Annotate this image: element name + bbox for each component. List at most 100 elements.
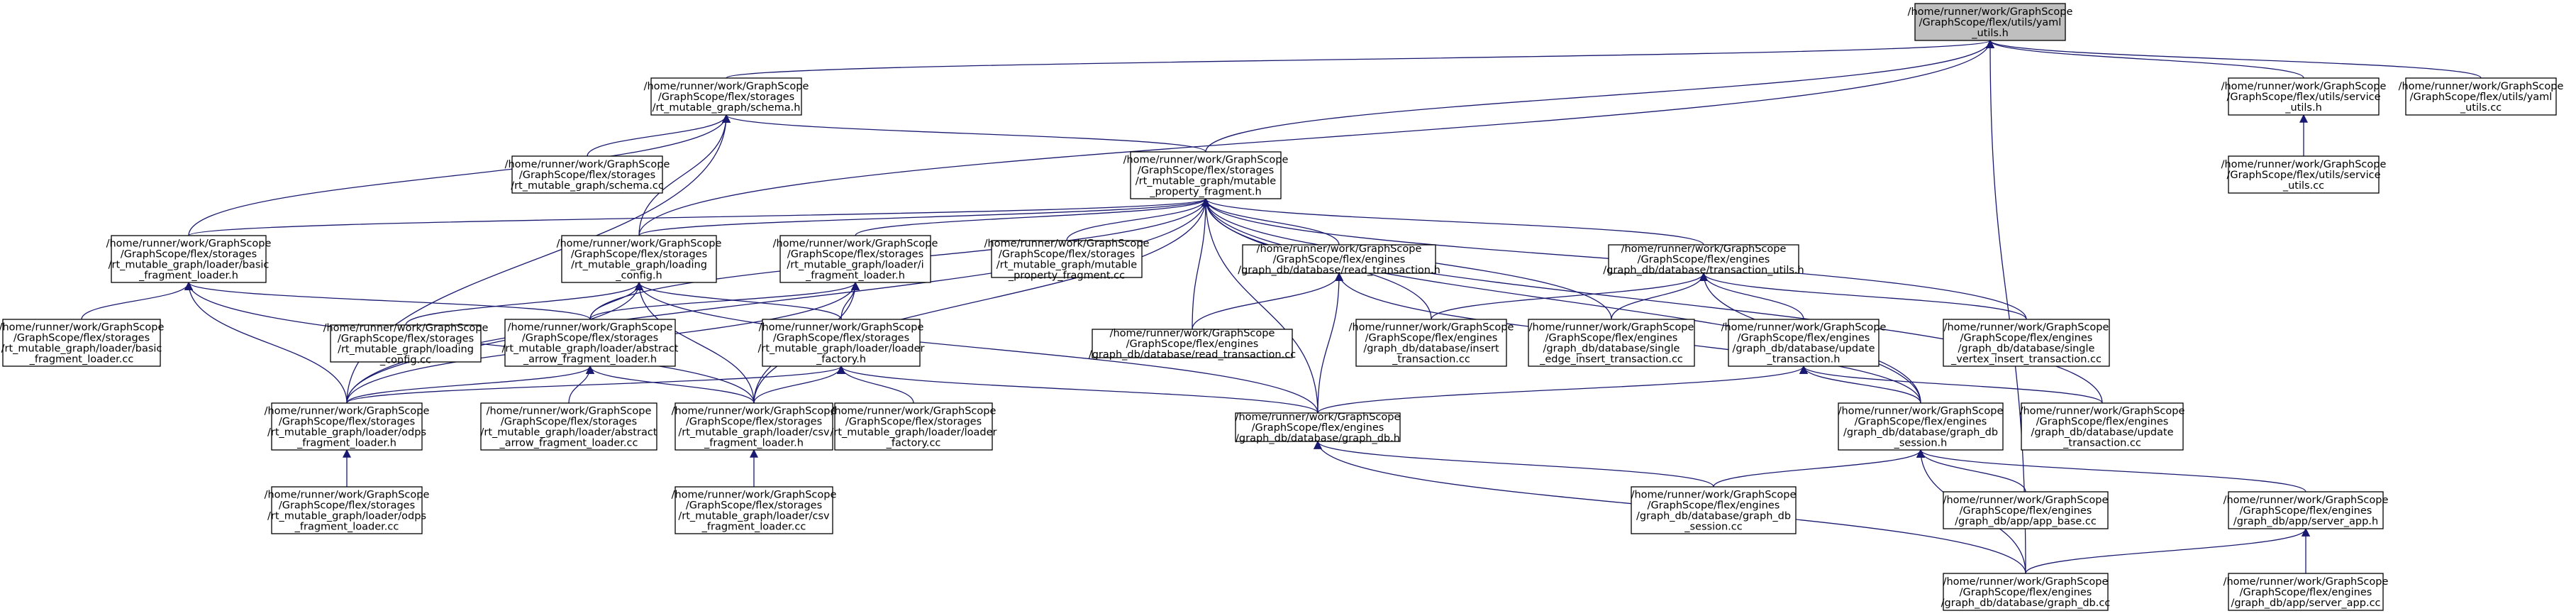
node-label-line: /home/runner/work/GraphScope xyxy=(759,322,924,334)
graph-node-root[interactable]: /home/runner/work/GraphScope/GraphScope/… xyxy=(1908,3,2073,41)
edge-loading-config-h-to-root xyxy=(638,39,1994,236)
graph-node-basic-loader-cc[interactable]: /home/runner/work/GraphScope/GraphScope/… xyxy=(0,319,164,367)
node-label-line: /GraphScope/flex/storages xyxy=(845,417,982,428)
node-box xyxy=(991,240,1143,278)
graph-node-loading-config-h[interactable]: /home/runner/work/GraphScope/GraphScope/… xyxy=(557,235,722,283)
node-label-line: /GraphScope/flex/utils/yaml xyxy=(2410,92,2553,103)
graph-node-csv-loader-cc[interactable]: /home/runner/work/GraphScope/GraphScope/… xyxy=(672,486,837,534)
node-label-line: /home/runner/work/GraphScope xyxy=(672,406,837,417)
graph-node-loader-factory-cc[interactable]: /home/runner/work/GraphScope/GraphScope/… xyxy=(830,402,997,451)
node-label-line: /rt_mutable_graph/loader/i xyxy=(787,260,923,271)
graph-node-single-edge-cc[interactable]: /home/runner/work/GraphScope/GraphScope/… xyxy=(1528,319,1695,367)
graph-node-odps-loader-cc[interactable]: /home/runner/work/GraphScope/GraphScope/… xyxy=(265,486,430,534)
node-box xyxy=(561,235,717,283)
node-box xyxy=(480,402,657,451)
node-label-line: /GraphScope/flex/engines xyxy=(1855,417,1987,428)
node-box xyxy=(111,235,267,283)
graph-node-odps-loader-h[interactable]: /home/runner/work/GraphScope/GraphScope/… xyxy=(265,402,430,451)
node-label-line: /home/runner/work/GraphScope xyxy=(984,238,1150,250)
graph-node-graph-db-h[interactable]: /home/runner/work/GraphScope/GraphScope/… xyxy=(1235,412,1401,444)
node-label-line: _config.h xyxy=(615,270,662,282)
node-label-line: /home/runner/work/GraphScope xyxy=(2224,495,2389,506)
graph-node-txn-utils-h[interactable]: /home/runner/work/GraphScope/GraphScope/… xyxy=(1603,243,1804,276)
graph-node-loading-config-cc[interactable]: /home/runner/work/GraphScope/GraphScope/… xyxy=(323,323,489,366)
graph-node-schema-cc[interactable]: /home/runner/work/GraphScope/GraphScope/… xyxy=(505,155,670,194)
node-box xyxy=(330,324,482,363)
edge-odps-loader-h-to-loading-config-h xyxy=(346,281,643,404)
graph-node-app-base-cc[interactable]: /home/runner/work/GraphScope/GraphScope/… xyxy=(1943,491,2109,529)
node-label-line: _arrow_fragment_loader.h xyxy=(523,354,657,365)
node-label-line: /rt_mutable_graph/loader/abstract xyxy=(481,427,657,439)
graph-node-abstract-loader-h[interactable]: /home/runner/work/GraphScope/GraphScope/… xyxy=(502,319,679,367)
graph-node-single-vertex-cc[interactable]: /home/runner/work/GraphScope/GraphScope/… xyxy=(1943,319,2110,367)
node-label-line: /home/runner/work/GraphScope xyxy=(1943,495,2109,506)
node-label-line: /home/runner/work/GraphScope xyxy=(265,490,430,501)
node-label-line: /graph_db/database/graph_db xyxy=(1843,427,1998,439)
graph-node-schema-h[interactable]: /home/runner/work/GraphScope/GraphScope/… xyxy=(644,77,809,116)
edge-graph-db-session-cc-to-graph-db-h xyxy=(1314,440,1714,488)
node-label-line: _fragment_loader.cc xyxy=(29,354,134,365)
graph-node-graph-db-cc[interactable]: /home/runner/work/GraphScope/GraphScope/… xyxy=(1941,573,2111,611)
node-label-line: /GraphScope/flex/engines xyxy=(1273,254,1406,265)
edge-graph-db-h-to-read-txn-h xyxy=(1317,272,1343,414)
node-label-line: _vertex_insert_transaction.cc xyxy=(1950,354,2102,365)
graph-node-i-loader-h[interactable]: /home/runner/work/GraphScope/GraphScope/… xyxy=(773,235,938,283)
node-box xyxy=(271,402,423,451)
node-label-line: /graph_db/database/update xyxy=(2031,427,2173,439)
node-box xyxy=(1608,244,1799,274)
edge-app-base-cc-to-graph-db-session-h xyxy=(1916,449,2026,493)
node-box xyxy=(1092,329,1293,358)
node-label-line: /GraphScope/flex/engines xyxy=(1252,422,1384,434)
graph-node-csv-loader-h[interactable]: /home/runner/work/GraphScope/GraphScope/… xyxy=(672,402,837,451)
graph-node-update-txn-cc[interactable]: /home/runner/work/GraphScope/GraphScope/… xyxy=(2020,402,2185,451)
graph-node-abstract-loader-cc[interactable]: /home/runner/work/GraphScope/GraphScope/… xyxy=(480,402,657,451)
node-label-line: /GraphScope/flex/storages xyxy=(773,333,909,344)
node-label-line: _factory.cc xyxy=(886,438,941,449)
graph-node-insert-txn-cc[interactable]: /home/runner/work/GraphScope/GraphScope/… xyxy=(1349,319,1514,367)
graph-node-mpf-cc[interactable]: /home/runner/work/GraphScope/GraphScope/… xyxy=(984,238,1150,282)
edge-loader-factory-h-to-loading-config-h xyxy=(635,281,842,320)
node-label-line: /home/runner/work/GraphScope xyxy=(1943,576,2109,588)
node-label-line: _factory.h xyxy=(816,354,866,365)
edge-yaml-utils-cc-to-root xyxy=(1986,39,2482,79)
edge-graph-db-session-cc-to-graph-db-session-h xyxy=(1713,449,1925,488)
node-box xyxy=(271,486,423,534)
node-label-line: /GraphScope/flex/storages xyxy=(121,249,257,260)
graph-node-server-app-h[interactable]: /home/runner/work/GraphScope/GraphScope/… xyxy=(2224,491,2389,529)
graph-node-mpf-h[interactable]: /home/runner/work/GraphScope/GraphScope/… xyxy=(1123,151,1289,199)
edge-odps-loader-h-to-loader-factory-h xyxy=(346,365,845,404)
graph-node-read-txn-h[interactable]: /home/runner/work/GraphScope/GraphScope/… xyxy=(1238,243,1440,276)
graph-node-yaml-utils-cc[interactable]: /home/runner/work/GraphScope/GraphScope/… xyxy=(2399,77,2564,116)
graph-node-server-app-cc[interactable]: /home/runner/work/GraphScope/GraphScope/… xyxy=(2224,573,2389,611)
node-label-line: /rt_mutable_graph/loader/basic xyxy=(1,343,162,355)
node-box xyxy=(2228,155,2380,194)
node-label-line: /graph_db/database/read_transaction.cc xyxy=(1089,349,1296,361)
node-label-line: /graph_db/database/update xyxy=(1732,343,1875,355)
graph-node-graph-db-session-cc[interactable]: /home/runner/work/GraphScope/GraphScope/… xyxy=(1631,486,1797,534)
graph-node-basic-loader-h[interactable]: /home/runner/work/GraphScope/GraphScope/… xyxy=(106,235,272,283)
node-box xyxy=(504,319,676,367)
node-label-line: /home/runner/work/GraphScope xyxy=(2221,81,2387,92)
node-label-line: _property_fragment.h xyxy=(1149,187,1261,198)
graph-node-service-utils-h[interactable]: /home/runner/work/GraphScope/GraphScope/… xyxy=(2221,77,2387,116)
graph-node-graph-db-session-h[interactable]: /home/runner/work/GraphScope/GraphScope/… xyxy=(1838,402,2004,451)
edge-mpf-h-to-schema-h xyxy=(722,114,1206,153)
node-label-line: /GraphScope/flex/engines xyxy=(1365,333,1498,344)
graph-node-read-txn-cc[interactable]: /home/runner/work/GraphScope/GraphScope/… xyxy=(1089,328,1296,361)
node-label-line: _edge_insert_transaction.cc xyxy=(1539,354,1683,365)
node-label-line: _utils.h xyxy=(1971,28,2009,39)
edge-loading-config-cc-to-loading-config-h xyxy=(405,281,643,326)
graph-node-update-txn-h[interactable]: /home/runner/work/GraphScope/GraphScope/… xyxy=(1721,319,1887,367)
edge-graph-db-cc-to-root xyxy=(1986,39,2026,574)
edge-schema-h-to-root xyxy=(726,39,1994,79)
node-label-line: /graph_db/database/transaction_utils.h xyxy=(1603,265,1804,276)
graph-node-service-utils-cc[interactable]: /home/runner/work/GraphScope/GraphScope/… xyxy=(2221,155,2387,194)
edge-graph-db-h-to-loading-config-h xyxy=(635,281,1318,414)
node-box xyxy=(779,235,931,283)
node-box xyxy=(2228,573,2384,611)
node-label-line: /GraphScope/flex/engines xyxy=(2240,505,2372,517)
node-label-line: _utils.h xyxy=(2284,102,2322,114)
node-label-line: /graph_db/database/single xyxy=(1958,343,2095,355)
edge-abstract-loader-h-to-i-loader-h xyxy=(589,281,860,320)
graph-node-loader-factory-h[interactable]: /home/runner/work/GraphScope/GraphScope/… xyxy=(757,319,925,367)
